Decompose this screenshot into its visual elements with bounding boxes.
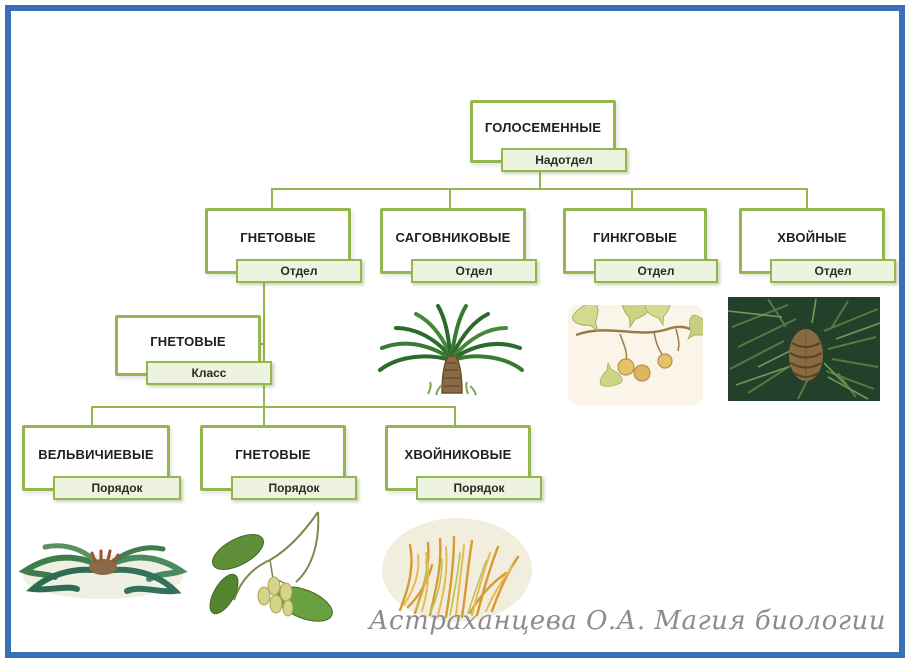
- node-golosemennye: ГОЛОСЕМЕННЫЕ Надотдел: [470, 100, 627, 172]
- node-velvichievye-order-rank-plate: Порядок: [53, 476, 181, 500]
- connector-division3-drop: [631, 188, 633, 208]
- node-gnetovye-order-rank-plate: Порядок: [231, 476, 357, 500]
- node-sagovnikovye-division-title: САГОВНИКОВЫЕ: [395, 229, 511, 245]
- welwitschia-image: [15, 515, 190, 610]
- ginkgo-branch-image: [568, 305, 703, 405]
- cycad-palm-image: [368, 298, 533, 398]
- node-hvoynye-division-rank-plate: Отдел: [770, 259, 896, 283]
- connector-orders-horizontal: [91, 406, 456, 408]
- node-gnetovye-division-title: ГНЕТОВЫЕ: [240, 229, 316, 245]
- ephedra-shrub-image: [380, 515, 535, 625]
- node-gnetovye-division: ГНЕТОВЫЕ Отдел: [205, 208, 362, 283]
- node-ginkgovye-division: ГИНКГОВЫЕ Отдел: [563, 208, 718, 283]
- connector-division1-drop: [271, 188, 273, 208]
- node-hvoynikovye-order: ХВОЙНИКОВЫЕ Порядок: [385, 425, 542, 500]
- pine-cone-image: [728, 297, 880, 401]
- connector-order3-drop: [454, 406, 456, 425]
- connector-division4-drop: [806, 188, 808, 208]
- node-ginkgovye-division-title: ГИНКГОВЫЕ: [593, 229, 677, 245]
- node-sagovnikovye-division-rank-plate: Отдел: [411, 259, 537, 283]
- node-ginkgovye-division-rank-plate: Отдел: [594, 259, 718, 283]
- node-gnetovye-division-rank-plate: Отдел: [236, 259, 362, 283]
- node-gnetovye-order-title: ГНЕТОВЫЕ: [235, 446, 311, 462]
- node-gnetovye-class-rank-plate: Класс: [146, 361, 272, 385]
- connector-division2-drop: [449, 188, 451, 208]
- node-velvichievye-order: ВЕЛЬВИЧИЕВЫЕ Порядок: [22, 425, 181, 500]
- connector-gnetovye-vertical: [263, 280, 265, 425]
- node-gnetovye-class: ГНЕТОВЫЕ Класс: [115, 315, 272, 385]
- node-velvichievye-order-title: ВЕЛЬВИЧИЕВЫЕ: [38, 446, 154, 462]
- connector-order1-drop: [91, 406, 93, 425]
- node-gnetovye-order: ГНЕТОВЫЕ Порядок: [200, 425, 357, 500]
- node-hvoynye-division: ХВОЙНЫЕ Отдел: [739, 208, 896, 283]
- gnetum-branch-image: [200, 508, 345, 630]
- node-golosemennye-title: ГОЛОСЕМЕННЫЕ: [484, 120, 602, 135]
- node-golosemennye-rank-plate: Надотдел: [501, 148, 627, 172]
- node-hvoynikovye-order-rank-plate: Порядок: [416, 476, 542, 500]
- node-hvoynikovye-order-title: ХВОЙНИКОВЫЕ: [404, 446, 512, 462]
- node-gnetovye-class-title: ГНЕТОВЫЕ: [150, 334, 226, 349]
- node-sagovnikovye-division: САГОВНИКОВЫЕ Отдел: [380, 208, 537, 283]
- credit-text: Астраханцева О.А. Магия биологии: [368, 606, 886, 636]
- connector-root-down: [539, 168, 541, 189]
- node-hvoynye-division-title: ХВОЙНЫЕ: [777, 229, 847, 245]
- connector-divisions-horizontal: [271, 188, 808, 190]
